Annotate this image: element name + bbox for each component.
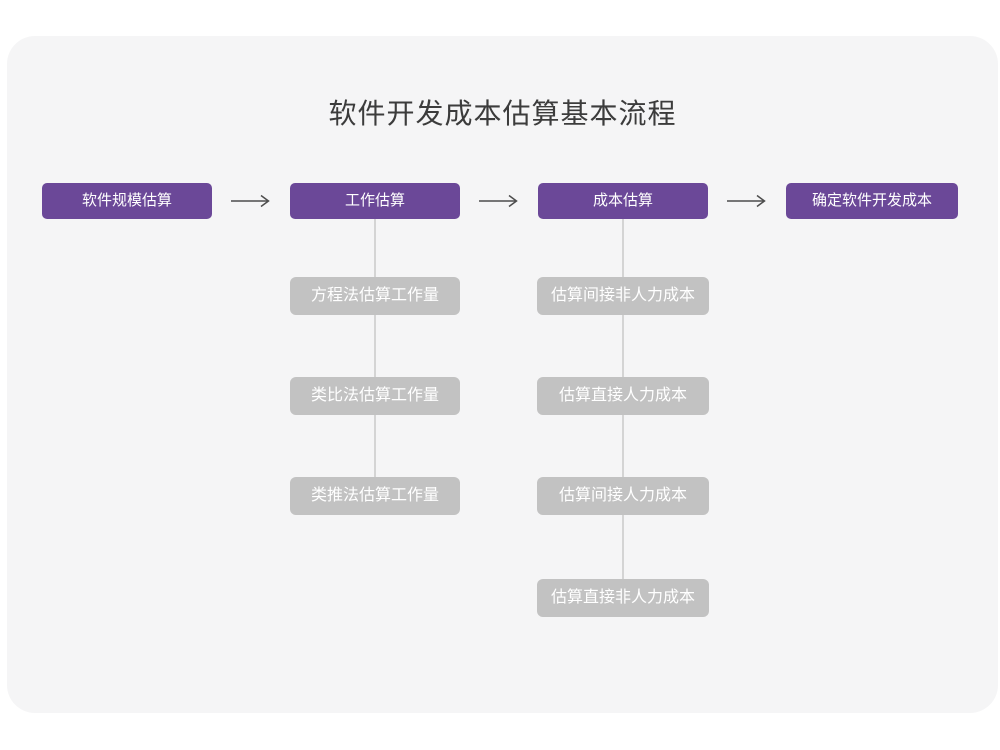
diagram-title: 软件开发成本估算基本流程 <box>328 98 677 129</box>
node-software-scale-estimation: 软件规模估算 <box>42 183 212 219</box>
node-equation-method-effort-estimation: 方程法估算工作量 <box>290 277 460 315</box>
arrow-right-icon <box>230 194 272 208</box>
node-direct-labor-cost-estimation: 估算直接人力成本 <box>537 377 709 415</box>
node-determine-software-development-cost: 确定软件开发成本 <box>786 183 958 219</box>
node-work-estimation: 工作估算 <box>290 183 460 219</box>
diagram-card <box>7 36 998 713</box>
arrow-right-icon <box>726 194 768 208</box>
arrow-right-icon <box>478 194 520 208</box>
node-direct-non-labor-cost-estimation: 估算直接非人力成本 <box>537 579 709 617</box>
node-indirect-labor-cost-estimation: 估算间接人力成本 <box>537 477 709 515</box>
node-cost-estimation: 成本估算 <box>538 183 708 219</box>
connector-line-work-estimation <box>374 219 376 496</box>
node-analogy-method-effort-estimation: 类比法估算工作量 <box>290 377 460 415</box>
node-indirect-non-labor-cost-estimation: 估算间接非人力成本 <box>537 277 709 315</box>
node-extrapolation-method-effort-estimation: 类推法估算工作量 <box>290 477 460 515</box>
